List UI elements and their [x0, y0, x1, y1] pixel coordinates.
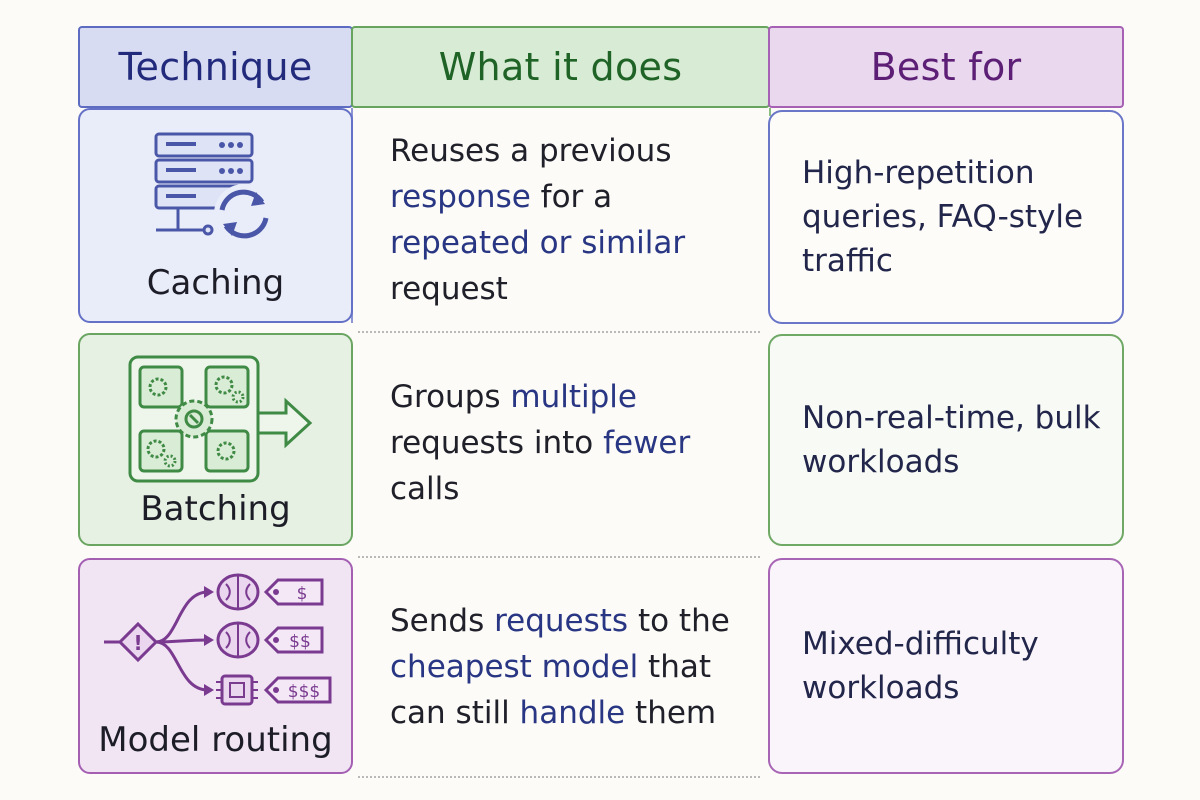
- technique-cell-batching: Batching: [78, 333, 353, 546]
- description-line: requests into fewer: [390, 420, 750, 466]
- description-highlight: fewer: [603, 425, 691, 461]
- header-what-it-does: What it does: [351, 26, 770, 108]
- description-text: for a: [530, 179, 613, 215]
- header-best-for-label: Best for: [870, 45, 1022, 89]
- price-tag-label: $: [297, 584, 308, 604]
- description-caching: Reuses a previous response for a repeate…: [390, 128, 750, 312]
- description-highlight: multiple: [510, 379, 637, 415]
- best-for-text: Non-real-time, bulk workloads: [802, 400, 1101, 480]
- description-text: calls: [390, 471, 460, 507]
- description-text: Sends: [390, 603, 495, 639]
- description-highlight: cheapest model: [390, 649, 639, 685]
- description-highlight: handle: [519, 695, 626, 731]
- header-technique-label: Technique: [118, 45, 313, 89]
- description-text: them: [625, 695, 717, 731]
- description-line: calls: [390, 466, 750, 512]
- description-line: cheapest model that: [390, 644, 760, 690]
- server-cache-icon: [154, 132, 274, 244]
- row-divider: [358, 556, 760, 558]
- description-line: request: [390, 266, 750, 312]
- price-tag-label: $$: [289, 632, 311, 652]
- description-text: to the: [628, 603, 730, 639]
- model-routing-icon: ! $ $$: [104, 573, 332, 706]
- header-what-it-does-label: What it does: [438, 45, 683, 89]
- description-highlight: response: [390, 179, 531, 215]
- description-text: that: [638, 649, 712, 685]
- header-technique: Technique: [78, 26, 353, 108]
- description-highlight: requests: [494, 603, 629, 639]
- description-highlight: repeated or similar: [390, 225, 686, 261]
- description-text: can still: [390, 695, 520, 731]
- row-divider: [358, 776, 760, 778]
- best-for-batching: Non-real-time, bulk workloads: [768, 334, 1124, 546]
- description-batching: Groups multiple requests into fewer call…: [390, 374, 750, 512]
- description-line: can still handle them: [390, 690, 760, 736]
- best-for-model-routing: Mixed-difficulty workloads: [768, 558, 1124, 774]
- batch-gears-icon: [128, 355, 313, 483]
- description-model-routing: Sends requests to the cheapest model tha…: [390, 598, 760, 736]
- technique-cell-model-routing: ! $ $$: [78, 558, 353, 774]
- best-for-caching: High-repetition queries, FAQ-style traff…: [768, 110, 1124, 324]
- best-for-text: High-repetition queries, FAQ-style traff…: [802, 155, 1084, 279]
- description-text: Groups: [390, 379, 511, 415]
- description-text: Reuses a previous: [390, 133, 672, 169]
- description-text: requests into: [390, 425, 604, 461]
- technique-cell-caching: Caching: [78, 108, 353, 323]
- description-text: request: [390, 271, 508, 307]
- row-divider: [358, 331, 760, 333]
- svg-text:!: !: [133, 631, 142, 655]
- description-line: Sends requests to the: [390, 598, 760, 644]
- technique-label: Model routing: [98, 720, 333, 760]
- description-line: Reuses a previous: [390, 128, 750, 174]
- description-line: Groups multiple: [390, 374, 750, 420]
- description-line: response for a: [390, 174, 750, 220]
- column-divider-green: [769, 108, 771, 116]
- best-for-text: Mixed-difficulty workloads: [802, 626, 1039, 706]
- description-line: repeated or similar: [390, 220, 750, 266]
- price-tag-label: $$$: [288, 682, 320, 702]
- header-best-for: Best for: [768, 26, 1124, 108]
- technique-label: Batching: [140, 489, 291, 529]
- technique-label: Caching: [146, 263, 285, 303]
